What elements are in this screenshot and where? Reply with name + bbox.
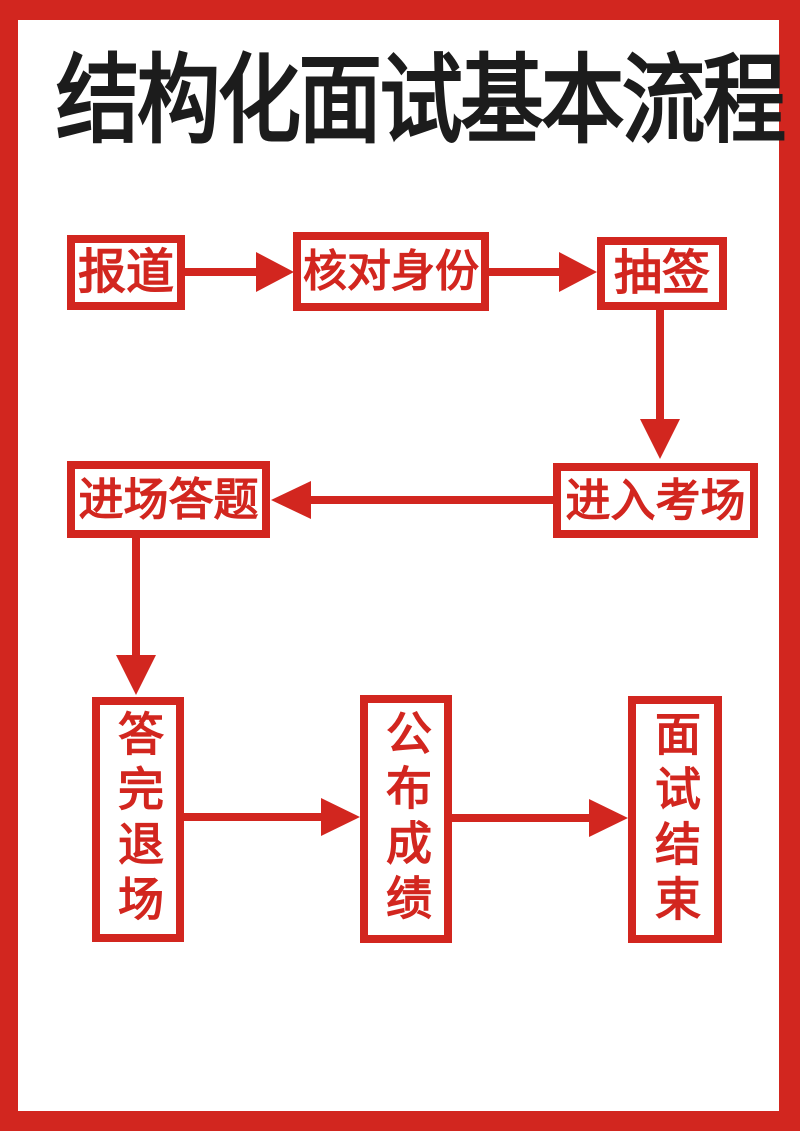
- flow-node-jinru: 进入考场: [553, 463, 758, 538]
- flow-node-gongbu: 公布成绩: [360, 695, 452, 943]
- flow-node-dawan: 答完退场: [92, 697, 184, 942]
- flow-node-baodao: 报道: [67, 235, 185, 310]
- flow-node-mianshi: 面试结束: [628, 696, 722, 943]
- page-title: 结构化面试基本流程: [56, 46, 786, 155]
- flow-node-hedui: 核对身份: [293, 232, 489, 311]
- poster-inner-panel: [18, 20, 779, 1111]
- flow-node-jinchang: 进场答题: [67, 461, 270, 538]
- flow-node-chouqian: 抽签: [597, 237, 727, 310]
